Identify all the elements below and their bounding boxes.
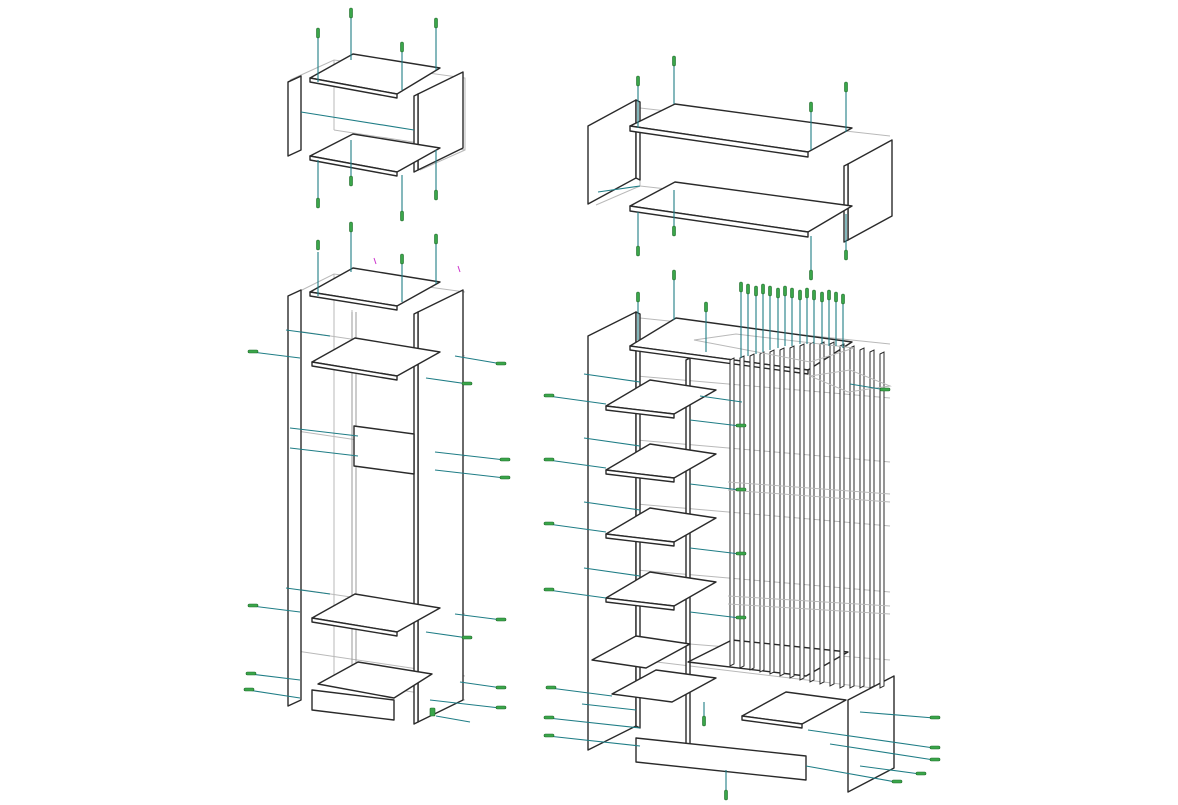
side-panel-right: [847, 139, 893, 241]
top-shelf: [309, 53, 441, 95]
plinth: [687, 639, 849, 677]
rail-panel: [353, 425, 415, 475]
wide-wardrobe-with-slatted-door: [543, 269, 941, 801]
side-panel-right: [847, 675, 895, 793]
side-panel-left: [287, 75, 302, 157]
small-top-box: [287, 7, 466, 222]
bottom-panel: [317, 661, 433, 699]
side-panel-left: [287, 289, 302, 707]
slatted-door: [693, 333, 892, 689]
drawer-top: [611, 669, 717, 703]
wide-top-box: [587, 55, 893, 281]
bottom-panel: [591, 635, 691, 669]
drawer-front: [311, 689, 395, 721]
tall-narrow-wardrobe: [243, 221, 511, 725]
top-panel: [309, 267, 441, 307]
drawer-front: [635, 737, 807, 781]
side-panel-left: [587, 99, 637, 205]
